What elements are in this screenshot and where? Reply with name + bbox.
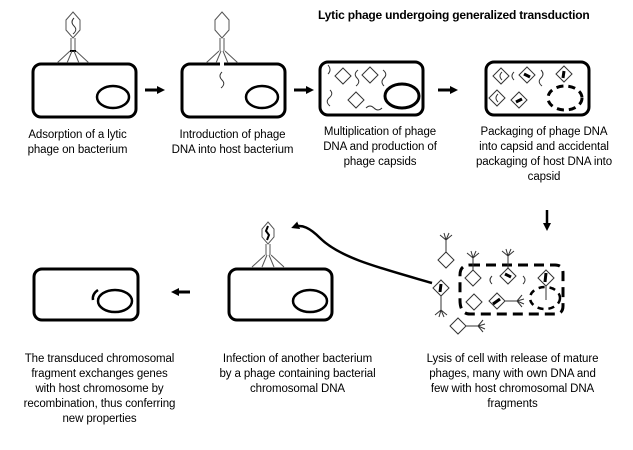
host-chromosome	[291, 288, 329, 314]
host-chromosome	[383, 82, 421, 110]
step5-illustration	[432, 232, 565, 335]
bacterium-cell	[227, 267, 334, 322]
phage	[56, 11, 90, 64]
step1-illustration	[31, 11, 138, 119]
step2-illustration	[180, 11, 287, 119]
released-phages	[432, 232, 555, 335]
host-dna-fragment	[264, 225, 271, 241]
step5-caption: Lysis of cell with release of mature pha…	[426, 353, 599, 410]
fragmented-host-chromosome	[546, 84, 584, 112]
host-chromosome	[96, 288, 134, 314]
host-chromosome	[95, 84, 131, 110]
bacterium-cell	[318, 60, 425, 117]
bacterium-cell	[31, 62, 138, 119]
phage-dna	[219, 71, 225, 89]
transduced-fragment	[91, 288, 99, 301]
step7-illustration	[32, 267, 140, 322]
diagram-title: Lytic phage undergoing generalized trans…	[318, 8, 590, 22]
empty-phage	[205, 11, 239, 64]
bacterium-cell	[484, 60, 591, 117]
step4-illustration	[484, 60, 591, 117]
host-dna-fragments	[515, 70, 566, 104]
packaged-capsids	[488, 65, 573, 109]
step6-illustration	[227, 221, 334, 322]
capsids-and-dna	[326, 64, 387, 111]
step3-illustration	[318, 60, 425, 117]
host-chromosome	[244, 84, 280, 110]
step4-caption: Packaging of phage DNA into capsid and a…	[475, 126, 613, 183]
transducing-phage	[251, 221, 285, 268]
step6-caption: Infection of another bacterium by a phag…	[219, 353, 376, 395]
step7-caption: The transduced chromosomal fragment exch…	[23, 353, 176, 425]
fragmented-host-chromosome	[528, 285, 562, 311]
bacterium-cell	[180, 62, 287, 119]
step1-caption: Adsorption of a lytic phage on bacterium	[27, 129, 128, 156]
bacterium-cell	[32, 267, 140, 322]
arrow-5-to-6	[291, 221, 433, 285]
lysed-cell-membrane	[458, 263, 565, 316]
host-dna-in-phages	[438, 272, 548, 306]
step2-caption: Introduction of phage DNA into host bact…	[171, 129, 294, 156]
step3-caption: Multiplication of phage DNA and producti…	[323, 126, 437, 168]
